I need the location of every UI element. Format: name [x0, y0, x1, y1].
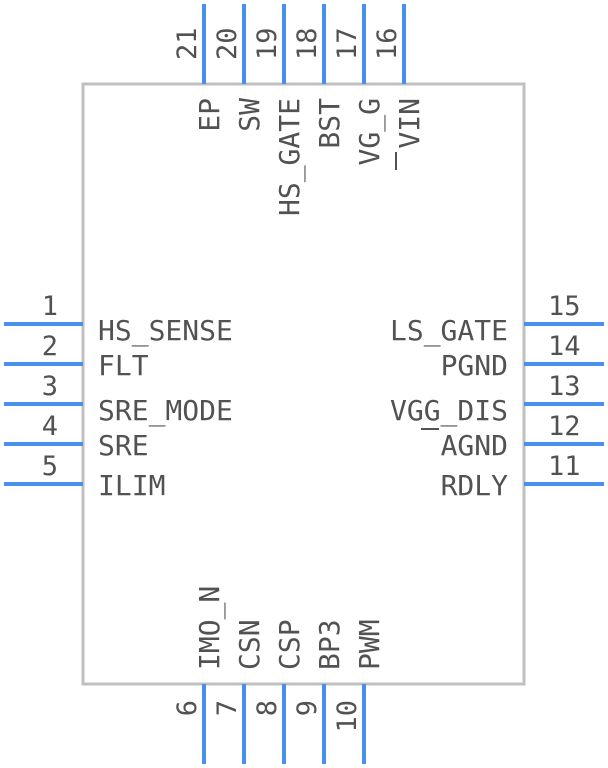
pin-label: VG_G	[353, 98, 387, 165]
pin-label: LS_GATE	[390, 314, 508, 348]
right-pin-12: 12 AGND	[421, 411, 604, 462]
pin-label: HS_GATE	[273, 98, 307, 216]
pin-label: EP	[193, 98, 226, 132]
pin-label: VGG_DIS	[390, 394, 508, 428]
pin-number: 5	[42, 451, 58, 482]
left-pin-5: 5 ILIM	[4, 451, 165, 502]
pin-number: 11	[548, 451, 581, 482]
top-pin-21: 21 EP	[172, 4, 226, 132]
left-pin-2: 2 FLT	[4, 331, 149, 382]
left-pin-1: 1 HS_SENSE	[4, 291, 233, 348]
pin-number: 4	[42, 411, 58, 442]
pin-number: 12	[548, 411, 581, 442]
pin-label: CSP	[273, 619, 306, 670]
pin-number: 2	[42, 331, 58, 362]
bottom-pin-8: 8 CSP	[252, 619, 306, 764]
pin-number: 21	[172, 27, 203, 60]
pin-number: 3	[42, 371, 58, 402]
pin-number: 16	[372, 27, 403, 60]
bottom-pin-9: 9 BP3	[292, 619, 346, 764]
pin-number: 9	[292, 700, 323, 716]
pin-label: AGND	[441, 429, 508, 462]
top-pin-20: 20 SW	[212, 4, 266, 132]
pin-label: CSN	[233, 619, 266, 670]
pin-number: 7	[212, 700, 243, 716]
top-pin-19: 19 HS_GATE	[252, 4, 307, 216]
pin-number: 15	[548, 291, 581, 322]
pin-label: HS_SENSE	[98, 314, 233, 348]
top-pin-18: 18 BST	[292, 4, 346, 149]
bottom-pin-7: 7 CSN	[212, 619, 266, 764]
pin-label: PGND	[441, 349, 508, 382]
pin-label: SRE	[98, 429, 149, 462]
pin-label: PWM	[353, 619, 386, 670]
bottom-pin-10: 10 PWM	[332, 619, 386, 764]
pin-label: SW	[233, 98, 266, 132]
pin-label: BP3	[313, 619, 346, 670]
pin-label: RDLY	[441, 469, 509, 502]
pin-number: 6	[172, 700, 203, 716]
pin-label: VIN	[393, 98, 426, 149]
pin-number: 1	[42, 291, 58, 322]
pin-label: ILIM	[98, 469, 165, 502]
pin-label: IMO_N	[193, 586, 227, 670]
pin-number: 8	[252, 700, 283, 716]
pin-number: 18	[292, 27, 323, 60]
pin-number: 14	[548, 331, 581, 362]
top-pin-16: 16 VIN	[372, 4, 426, 170]
right-pin-13: 13 VGG_DIS	[390, 371, 604, 428]
right-pin-11: 11 RDLY	[441, 451, 604, 502]
right-pin-15: 15 LS_GATE	[390, 291, 604, 348]
left-pin-4: 4 SRE	[4, 411, 149, 462]
pin-number: 19	[252, 27, 283, 60]
pin-label: FLT	[98, 349, 149, 382]
right-pin-14: 14 PGND	[441, 331, 604, 382]
pin-number: 17	[332, 27, 363, 60]
pin-label: SRE_MODE	[98, 394, 233, 428]
ic-body	[81, 82, 526, 686]
left-pin-3: 3 SRE_MODE	[4, 371, 233, 428]
top-pin-17: 17 VG_G	[332, 4, 387, 165]
pin-number: 13	[548, 371, 581, 402]
pin-number: 20	[212, 27, 243, 60]
pin-number: 10	[332, 700, 363, 733]
pin-label: BST	[313, 98, 346, 149]
bottom-pin-6: 6 IMO_N	[172, 586, 227, 764]
